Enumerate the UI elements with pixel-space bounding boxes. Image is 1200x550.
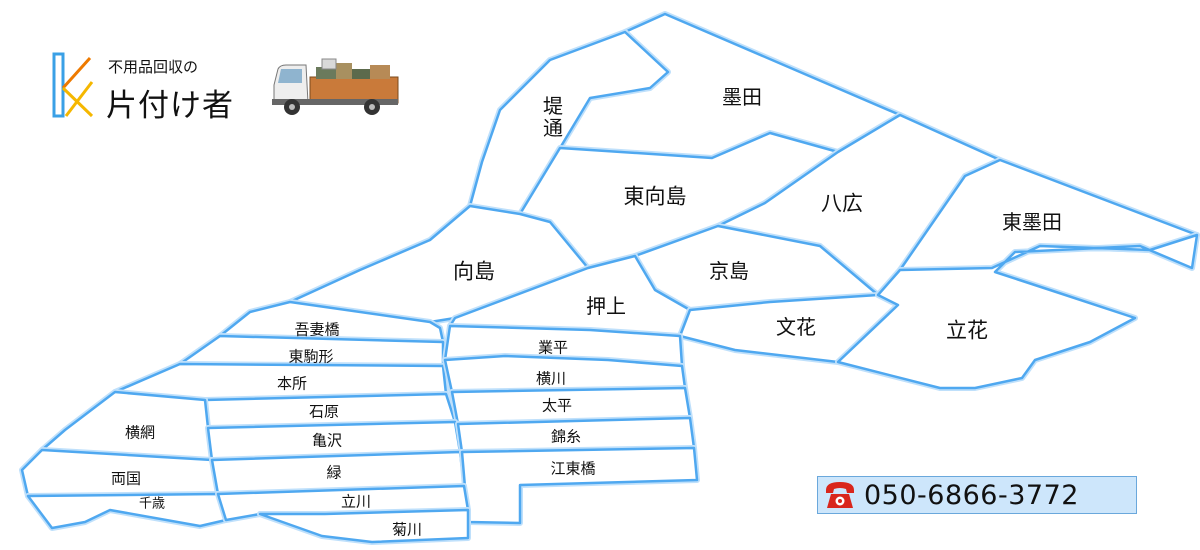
phone-number: 050-6866-3772 — [864, 479, 1079, 511]
district-label-kinshi: 錦糸 — [551, 427, 581, 445]
district-chitose[interactable] — [26, 492, 228, 530]
district-label-yokoami: 横網 — [125, 423, 155, 441]
district-label-yahiro: 八広 — [821, 192, 863, 216]
k-logo-icon — [52, 52, 94, 118]
district-label-mukojima: 向島 — [453, 260, 495, 284]
district-label-tatekawa: 立川 — [341, 492, 371, 510]
truck-icon — [272, 58, 399, 115]
district-label-bunka: 文花 — [776, 315, 816, 339]
phone-icon — [826, 482, 854, 508]
district-label-honjo: 本所 — [277, 374, 307, 392]
district-label-azumabashi: 吾妻橋 — [294, 320, 339, 338]
brand-name: 片付け者 — [106, 88, 234, 124]
brand-tagline: 不用品回収の — [108, 58, 199, 76]
district-label-sumida: 墨田 — [722, 85, 762, 109]
district-label-midori: 緑 — [326, 463, 341, 481]
brand-logo — [52, 52, 252, 124]
district-label-higashikomagata: 東駒形 — [288, 347, 333, 365]
district-label-ishiwara: 石原 — [309, 402, 339, 420]
district-label-higashisumida: 東墨田 — [1002, 210, 1062, 234]
district-label-yokokawa: 横川 — [536, 369, 566, 387]
district-label-kikukawa: 菊川 — [392, 520, 422, 538]
district-label-kyojima: 京島 — [709, 259, 749, 283]
district-label-higashimukojima: 東向島 — [624, 185, 687, 209]
district-label-oshiage: 押上 — [586, 294, 626, 318]
district-label-kamezawa: 亀沢 — [312, 431, 342, 449]
district-label-ryogoku: 両国 — [111, 469, 141, 487]
district-label-chitose: 千歳 — [139, 497, 165, 512]
district-kikukawa[interactable] — [258, 508, 470, 544]
phone-number-box[interactable]: 050-6866-3772 — [817, 476, 1137, 514]
district-tachibana[interactable] — [836, 233, 1199, 390]
district-label-narihira: 業平 — [538, 338, 568, 356]
district-label-taihei: 太平 — [542, 396, 572, 414]
district-label-tachibana: 立花 — [946, 319, 988, 343]
district-label-kotobashi: 江東橋 — [550, 459, 595, 477]
district-label-tsutsumidori: 堤通 — [543, 94, 563, 140]
